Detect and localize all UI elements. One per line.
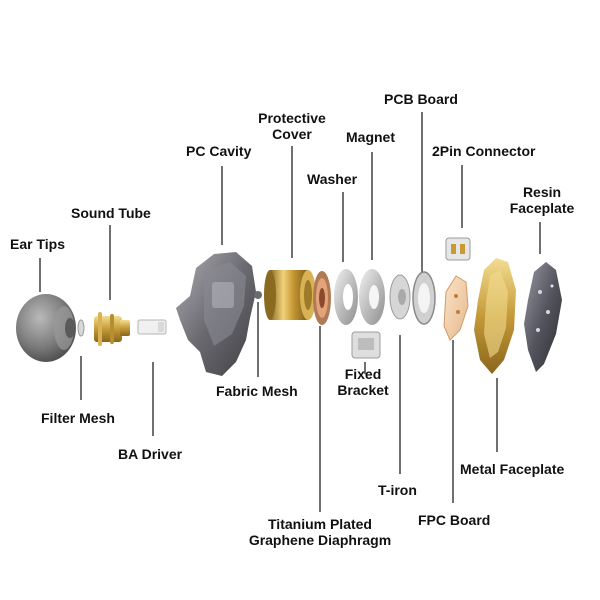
label-fixed-bracket-line2: Bracket [337, 382, 389, 398]
washer-part [334, 269, 358, 325]
label-pcb-board: PCB Board [384, 91, 458, 107]
label-resin-faceplate: Resin Faceplate [504, 184, 580, 216]
label-fabric-mesh: Fabric Mesh [216, 383, 298, 399]
pcb-board-part [412, 271, 436, 325]
fabric-mesh-part [254, 291, 262, 299]
label-t-iron: T-iron [378, 482, 417, 498]
diaphragm-part [313, 271, 331, 325]
label-diaphragm: Titanium Plated Graphene Diaphragm [240, 516, 400, 548]
2pin-connector-part [445, 237, 471, 261]
label-2pin-connector: 2Pin Connector [432, 143, 536, 159]
label-fpc-board: FPC Board [418, 512, 491, 528]
sound-tube-part [94, 312, 130, 346]
label-fixed-bracket-line1: Fixed [344, 366, 382, 382]
protective-cover-part [264, 270, 316, 320]
pc-cavity-part [176, 252, 256, 376]
resin-faceplate-part [524, 262, 562, 372]
label-ba-driver: BA Driver [118, 446, 183, 462]
label-resin-faceplate-line1: Resin [522, 184, 562, 200]
label-magnet: Magnet [346, 129, 395, 145]
label-resin-faceplate-line2: Faceplate [509, 200, 575, 216]
label-metal-faceplate: Metal Faceplate [460, 461, 565, 477]
metal-faceplate-part [474, 258, 516, 374]
ear-tip-part [16, 294, 76, 362]
label-diaphragm-line1: Titanium Plated [268, 516, 372, 532]
ba-driver-part [137, 319, 167, 335]
fpc-board-part [443, 275, 469, 341]
label-washer: Washer [307, 171, 358, 187]
leader-lines [39, 112, 541, 512]
magnet-part [359, 269, 385, 325]
t-iron-part [389, 274, 411, 320]
label-sound-tube: Sound Tube [71, 205, 151, 221]
label-ear-tips: Ear Tips [10, 236, 65, 252]
label-diaphragm-line2: Graphene Diaphragm [248, 532, 392, 548]
label-protective-cover-line1: Protective [258, 110, 326, 126]
label-fixed-bracket: Fixed Bracket [330, 366, 396, 398]
label-filter-mesh: Filter Mesh [41, 410, 115, 426]
label-pc-cavity: PC Cavity [186, 143, 252, 159]
label-protective-cover-line2: Cover [272, 126, 312, 142]
label-protective-cover: Protective Cover [248, 110, 336, 142]
fixed-bracket-part [351, 331, 381, 359]
filter-mesh-part [77, 319, 85, 337]
